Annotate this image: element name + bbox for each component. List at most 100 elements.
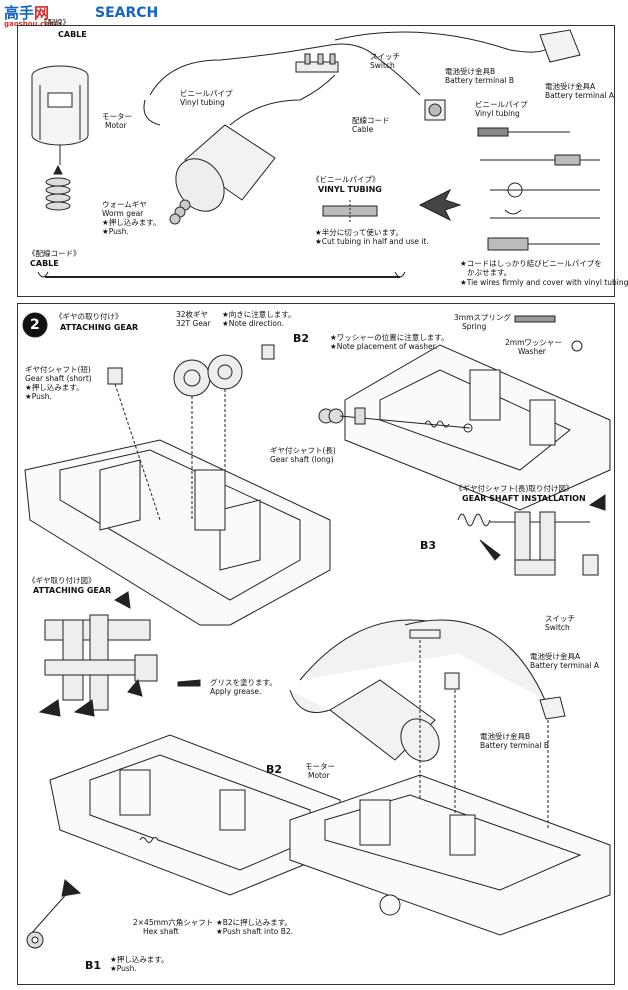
washer-note-en: ★Note placement of washer.: [330, 342, 438, 351]
spring-label-jp: 3mmスプリング: [454, 313, 511, 322]
switch2-jp: スイッチ: [545, 614, 575, 623]
b3-label: B3: [420, 539, 437, 552]
worm-label-jp: ウォームギヤ: [102, 200, 147, 209]
vinyl2-label-jp: ビニールパイプ: [475, 100, 528, 109]
tie-note-jp2: かぶせます。: [467, 268, 512, 277]
washer-note-jp: ★ワッシャーの位置に注意します。: [330, 333, 449, 342]
motor-assembly-drawing: [289, 619, 566, 762]
push-s2-jp: ★押し込みます。: [25, 383, 84, 392]
vinyl-tubing-icon: [322, 200, 378, 222]
push3-jp: ★押し込みます。: [110, 955, 169, 964]
push-s2-en: ★Push.: [25, 392, 52, 401]
battery-terminal-a-drawing: [539, 29, 581, 63]
gear32-label-en: 32T Gear: [176, 319, 211, 328]
chassis-right-drawing: [344, 344, 611, 511]
cable-drawing: [37, 271, 406, 278]
step-number: 2: [30, 317, 40, 333]
shaft-short-en: Gear shaft (short): [25, 374, 92, 383]
motor-with-wires-drawing: [143, 31, 549, 225]
s1-header-jp: 《配線》: [40, 18, 70, 27]
washer-label-jp: 2mmワッシャー: [505, 338, 562, 347]
motor-label-jp: モーター: [102, 112, 132, 121]
push3-en: ★Push.: [110, 964, 137, 973]
washer-label-en: Washer: [518, 347, 546, 356]
shaft-b1-drawing: [26, 931, 44, 949]
chassis-lower-right-drawing: [289, 774, 611, 936]
chassis-lower-left-drawing: [29, 734, 341, 936]
vinyl-label-en: Vinyl tubing: [180, 98, 225, 107]
switch-drawing: [295, 53, 339, 73]
hex-shaft-en: Hex shaft: [143, 927, 179, 936]
hex-shaft-jp: 2×45mm六角シャフト: [133, 918, 214, 927]
cable-header-jp: 《配線コード》: [28, 249, 81, 258]
tie-note-jp1: ★コードはしっかり結びビニールパイプを: [460, 259, 602, 268]
battb-label-en: Battery terminal B: [445, 76, 515, 85]
push-label-jp: ★押し込みます。: [102, 218, 161, 227]
tie-note-en: ★Tie wires firmly and cover with vinyl t…: [460, 278, 628, 287]
spring-label-en: Spring: [462, 322, 487, 331]
grease-en: Apply grease.: [210, 687, 262, 696]
switch2-en: Switch: [545, 623, 570, 632]
batta2-jp: 電池受け金具A: [530, 652, 581, 661]
watermark-url: gaoshou.com: [4, 20, 57, 28]
cut-note-jp: ★半分に切って使います。: [315, 228, 404, 237]
shaft-short-jp: ギヤ付シャフト(短): [25, 365, 91, 374]
vt-header-jp: 《ビニールパイプ》: [312, 175, 380, 184]
grease-jp: グリスを塗ります。: [210, 678, 277, 687]
cable-label-en: Cable: [352, 125, 374, 134]
push-label-en: ★Push.: [102, 227, 129, 236]
watermark-search: SEARCH: [95, 5, 159, 21]
b2-label: B2: [293, 332, 310, 345]
s2-header-en: ATTACHING GEAR: [60, 323, 139, 332]
gear-shaft-installation-drawing: [457, 494, 606, 576]
cut-note-en: ★Cut tubing in half and use it.: [315, 237, 429, 246]
battb2-en: Battery terminal B: [480, 741, 550, 750]
spring-drawing: [424, 315, 583, 433]
worm-label-en: Worm gear: [102, 209, 144, 218]
shaft-long-drawing: [318, 407, 471, 429]
motor-label-en: Motor: [105, 121, 127, 130]
motor2-en: Motor: [308, 771, 330, 780]
batta2-en: Battery terminal A: [530, 661, 599, 670]
vinyl2-label-en: Vinyl tubing: [475, 109, 520, 118]
gear32-label-jp: 32枚ギヤ: [176, 310, 209, 319]
s2-header-jp: 《ギヤの取り付け》: [55, 312, 123, 321]
gsi-header-jp: 《ギヤ付シャフト(長)取り付け図》: [455, 484, 574, 493]
b2-lower-label: B2: [266, 763, 283, 776]
note-dir-en: ★Note direction.: [222, 319, 285, 328]
cable-header-en: CABLE: [30, 259, 59, 268]
batta-label-jp: 電池受け金具A: [545, 82, 596, 91]
s1-header-en: CABLE: [58, 30, 87, 39]
ag-header-en: ATTACHING GEAR: [33, 586, 112, 595]
watermark-brand: 高手网: [4, 4, 50, 22]
ag-header-jp: 《ギヤ取り付け図》: [28, 576, 96, 585]
motor-drawing: [31, 65, 89, 165]
shaft-long-en: Gear shaft (long): [270, 455, 334, 464]
gear-32t-drawing: [107, 344, 275, 397]
battery-terminal-b-drawing: [424, 99, 446, 121]
push-b2-en: ★Push shaft into B2.: [216, 927, 294, 936]
step-circle: [22, 312, 48, 338]
switch-label-en: Switch: [370, 61, 395, 70]
shaft-long-jp: ギヤ付シャフト(長): [270, 446, 336, 455]
tie-steps-drawing: [477, 127, 600, 251]
section1-frame: [17, 25, 615, 297]
batta-label-en: Battery terminal A: [545, 91, 614, 100]
motor2-jp: モーター: [305, 762, 335, 771]
section2-frame: [17, 303, 615, 985]
attaching-gear-drawing: [38, 591, 201, 717]
gsi-header-en: GEAR SHAFT INSTALLATION: [462, 494, 586, 503]
direction-arrow: [418, 188, 462, 222]
battb2-jp: 電池受け金具B: [480, 732, 531, 741]
vt-header-en: VINYL TUBING: [318, 185, 382, 194]
note-dir-jp: ★向きに注意します。: [222, 310, 296, 319]
b1-label: B1: [85, 959, 102, 972]
push-b2-jp: ★B2に押し込みます。: [216, 918, 292, 927]
cable-label-jp: 配線コード: [352, 116, 390, 125]
switch-label-jp: スイッチ: [370, 52, 400, 61]
chassis-left-drawing: [24, 439, 331, 626]
vinyl-label-jp: ビニールパイプ: [180, 89, 233, 98]
battb-label-jp: 電池受け金具B: [445, 67, 496, 76]
